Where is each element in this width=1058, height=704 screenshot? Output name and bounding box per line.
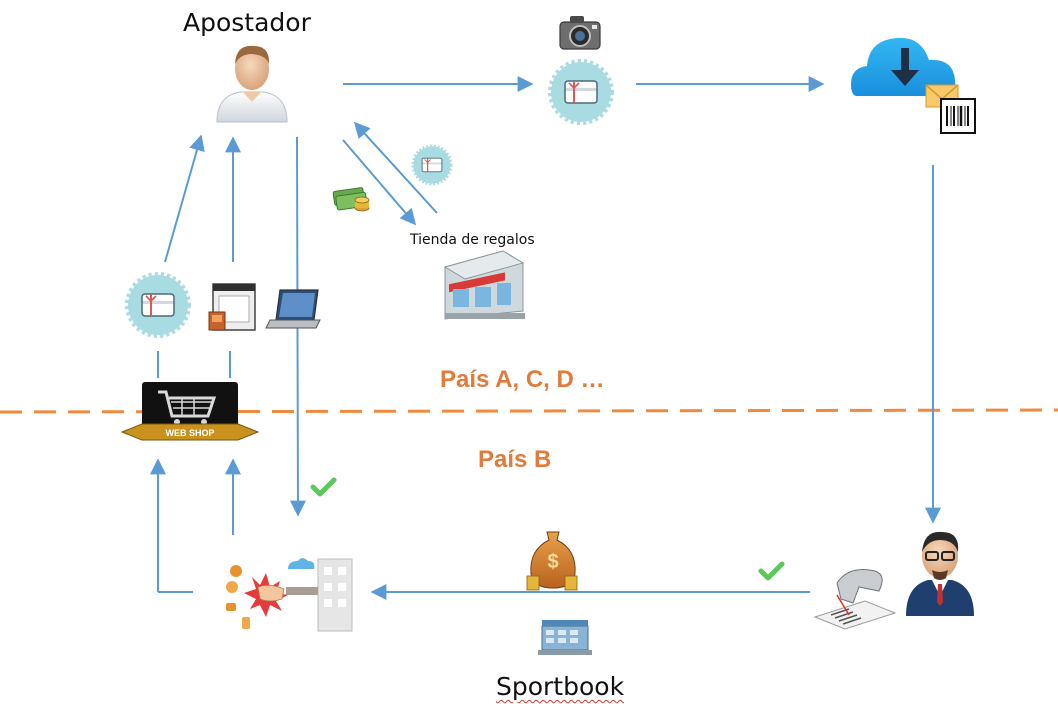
gift-card-icon (128, 275, 188, 335)
country-b-label: País B (478, 446, 552, 473)
arrow-store-to-user (353, 121, 438, 214)
arrow-user-to-store (342, 139, 417, 226)
check-icon (310, 477, 337, 497)
flow-arrows (150, 76, 941, 600)
building-icon (538, 620, 592, 655)
sportbook-label: Sportbook (496, 672, 625, 701)
check-icon (758, 561, 785, 581)
web-shop-cart-icon (120, 382, 260, 441)
gift-store-label: Tienda de regalos (410, 232, 535, 248)
browser-window-icon (208, 283, 256, 331)
camera-icon (559, 16, 601, 50)
svg-text:$: $ (547, 551, 558, 573)
money-icon (332, 187, 370, 212)
cloud-download-icon (851, 37, 956, 96)
money-bag-icon: $ (526, 531, 578, 591)
arrow-card-to-user (164, 134, 205, 263)
barcode-icon (940, 98, 976, 134)
apostador-label: Apostador (183, 8, 311, 37)
gift-card-icon (411, 144, 453, 186)
gift-card-icon (551, 62, 611, 122)
laptop-icon (265, 289, 321, 329)
barcode-scanner-icon (813, 569, 897, 630)
payment-hub-icon (226, 558, 353, 632)
manager-icon (906, 531, 974, 616)
country-acd-label: País A, C, D … (440, 366, 605, 393)
store-icon (443, 250, 525, 320)
user-icon (216, 45, 288, 123)
